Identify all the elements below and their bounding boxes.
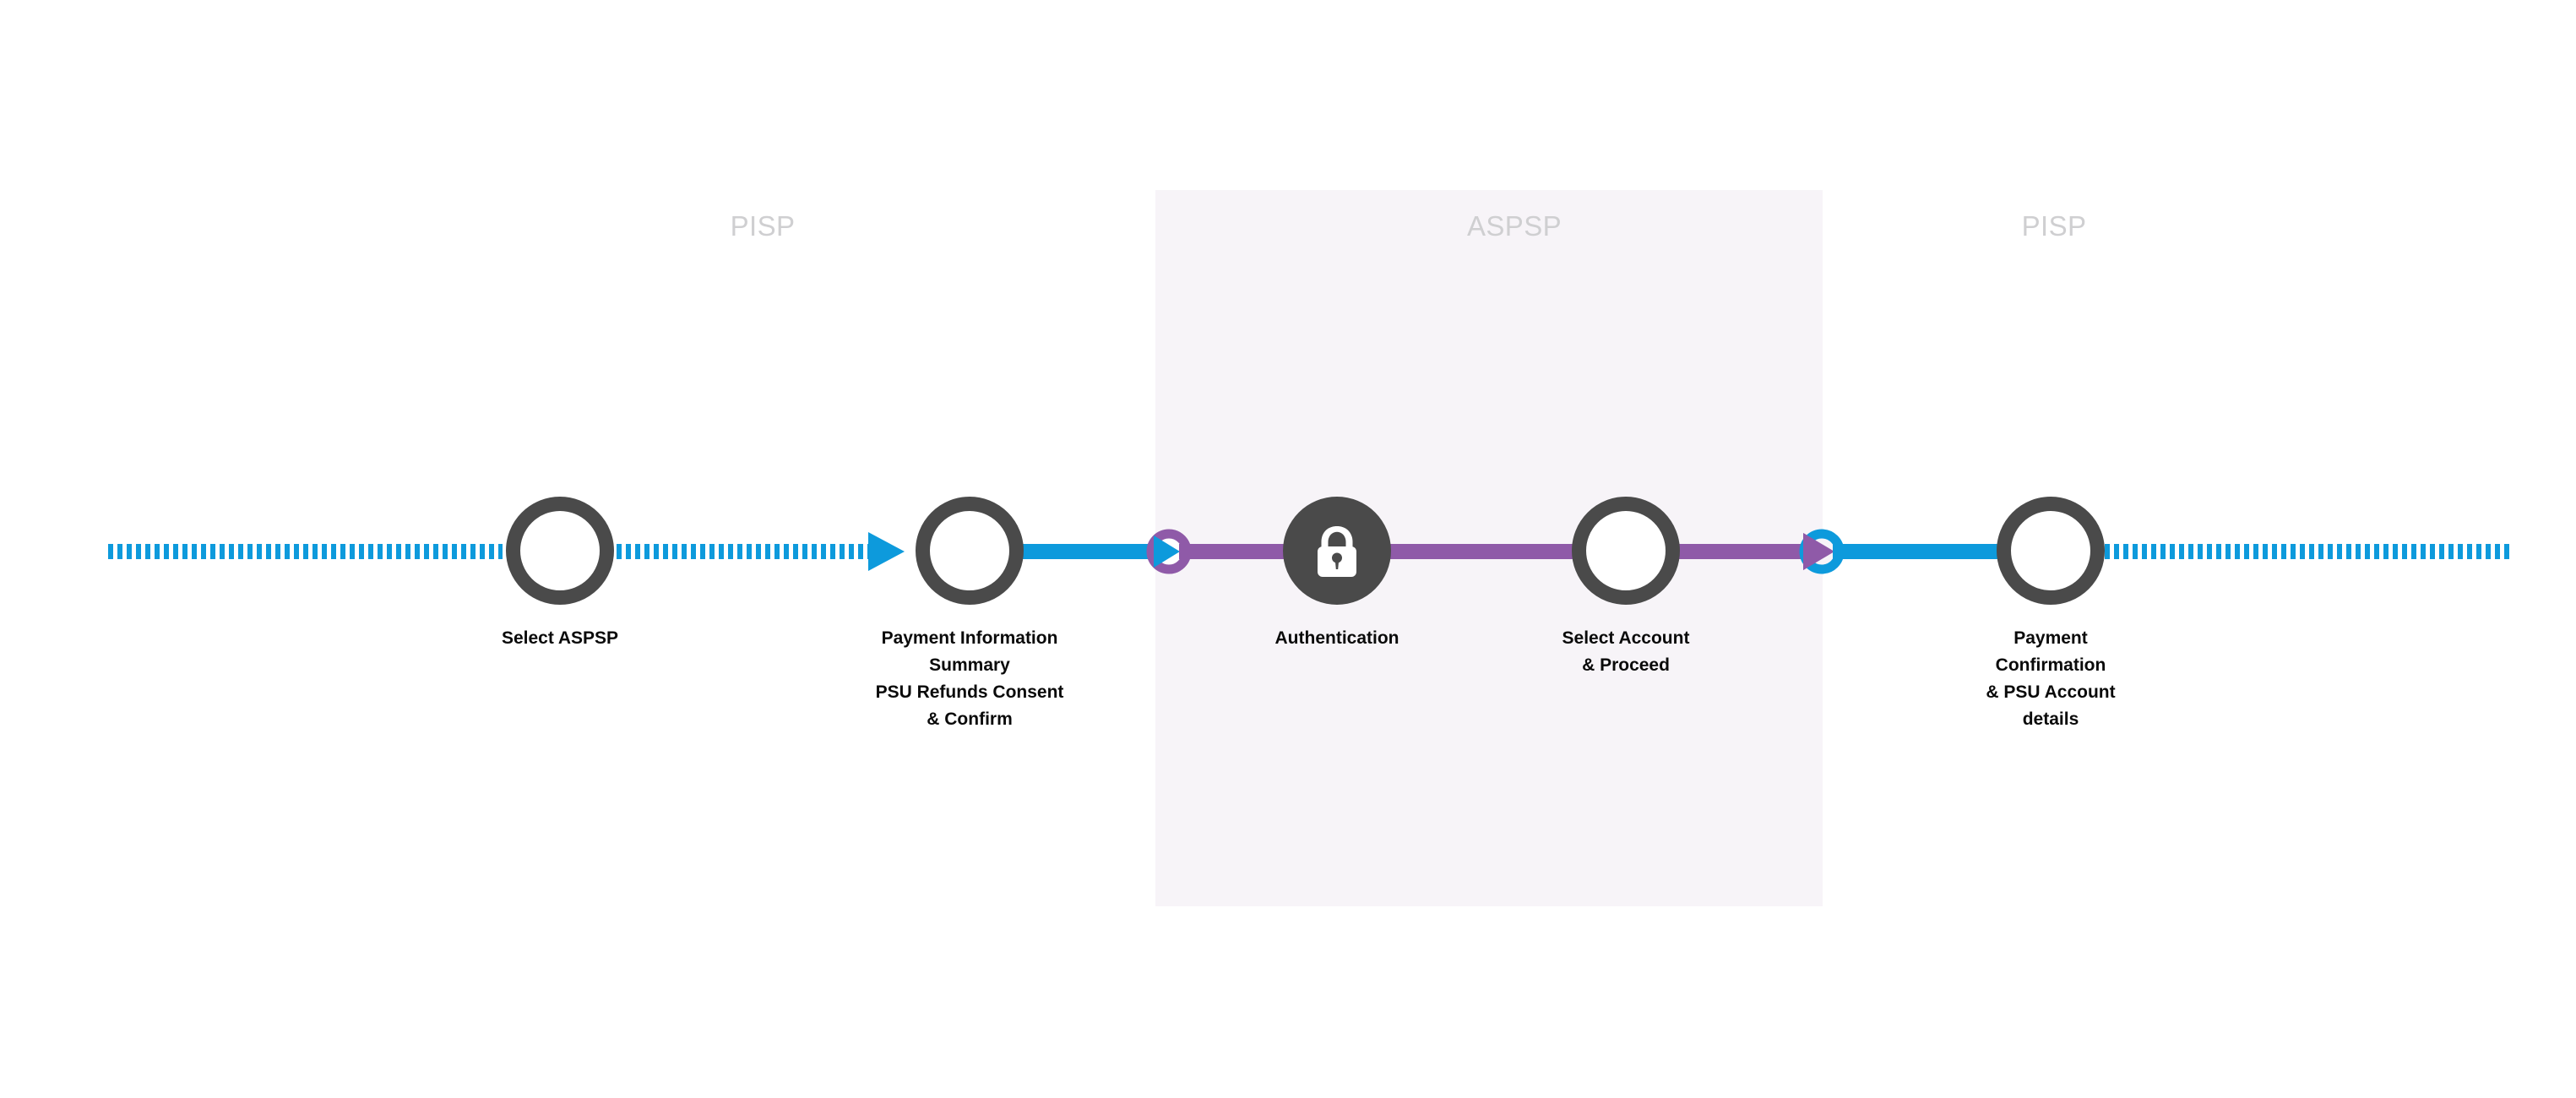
zone-label-pisp-right: PISP: [2021, 210, 2087, 242]
zone-panel-aspsp: [1155, 190, 1823, 906]
circle-outline-icon: [506, 497, 614, 605]
zone-label-pisp-left: PISP: [730, 210, 796, 242]
circle-outline-icon: [916, 497, 1024, 605]
arrowhead-dashed-to-summary: [868, 532, 905, 571]
step-label-select-account-proceed: Select Account & Proceed: [1562, 628, 1690, 675]
step-label-payment-confirmation: Payment Confirmation & PSU Account detai…: [1986, 628, 2116, 729]
circle-outline-icon: [1572, 497, 1680, 605]
lock-icon: [1283, 497, 1391, 605]
step-label-authentication: Authentication: [1274, 628, 1399, 648]
step-label-select-aspsp: Select ASPSP: [501, 628, 619, 648]
circle-outline-icon: [1997, 497, 2105, 605]
step-label-payment-information-summary: Payment Information Summary PSU Refunds …: [875, 628, 1064, 729]
zone-label-aspsp: ASPSP: [1466, 210, 1562, 242]
